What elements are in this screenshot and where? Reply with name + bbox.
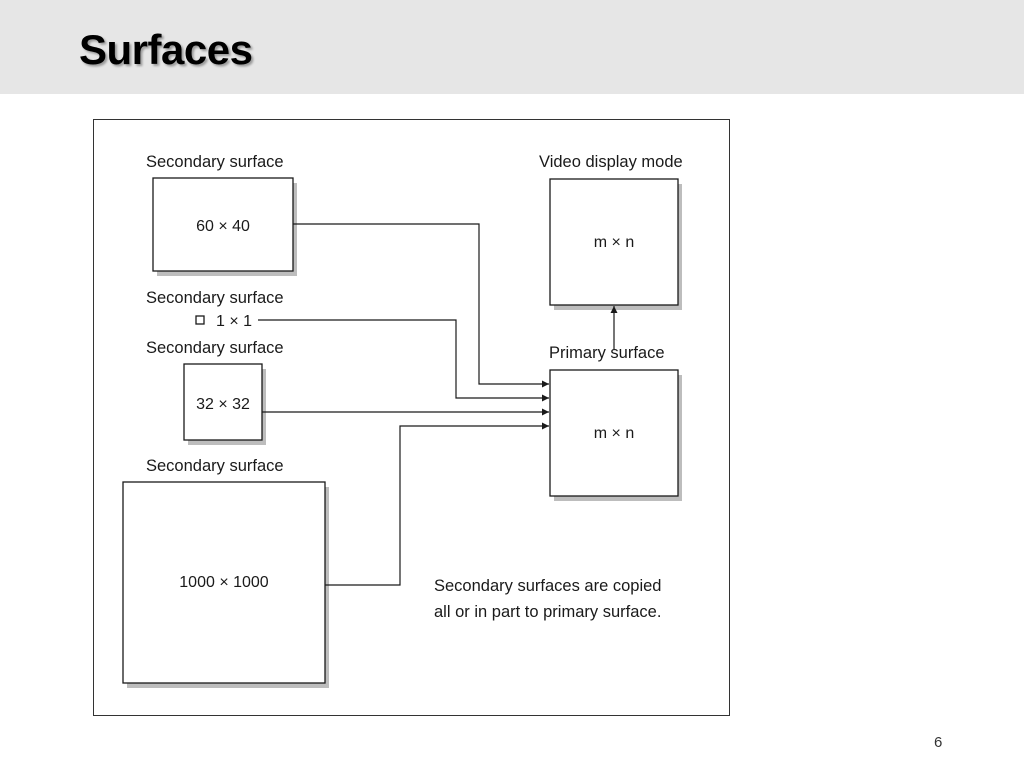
secondary-surface-label: Secondary surface [146,153,284,171]
secondary-surface-1000x1000-box [122,481,326,684]
arrow-60x40-to-primary [293,223,549,388]
video-display-mode-label: Video display mode [539,153,683,171]
page-number: 6 [934,734,943,751]
diagram-canvas: Secondary surface 60 × 40 Secondary surf… [122,153,683,688]
secondary-surface-32x32-box [183,363,263,441]
secondary-surface-label: Secondary surface [146,457,284,475]
title-bar: Surfaces [0,0,1024,94]
surface-60x40-size: 60 × 40 [196,218,250,235]
secondary-surface-60x40-box [152,177,294,272]
primary-surface-box [549,369,679,497]
primary-surface-label: Primary surface [549,344,665,362]
surfaces-diagram: Secondary surface 60 × 40 Secondary surf… [93,119,730,716]
surface-1x1-size: 1 × 1 [216,313,252,330]
arrow-1000x1000-to-primary [325,422,549,586]
surface-32x32-size: 32 × 32 [196,396,250,413]
secondary-surface-1x1-box [195,315,205,325]
note-line-2: all or in part to primary surface. [434,603,661,621]
secondary-surface-label: Secondary surface [146,289,284,307]
slide-title: Surfaces [79,26,253,73]
video-display-size: m × n [594,234,634,251]
arrow-1x1-to-primary [258,319,549,402]
secondary-surface-label: Secondary surface [146,339,284,357]
note-line-1: Secondary surfaces are copied [434,577,661,595]
primary-surface-size: m × n [594,425,634,442]
surface-1000x1000-size: 1000 × 1000 [179,574,269,591]
video-display-mode-box [549,178,679,306]
